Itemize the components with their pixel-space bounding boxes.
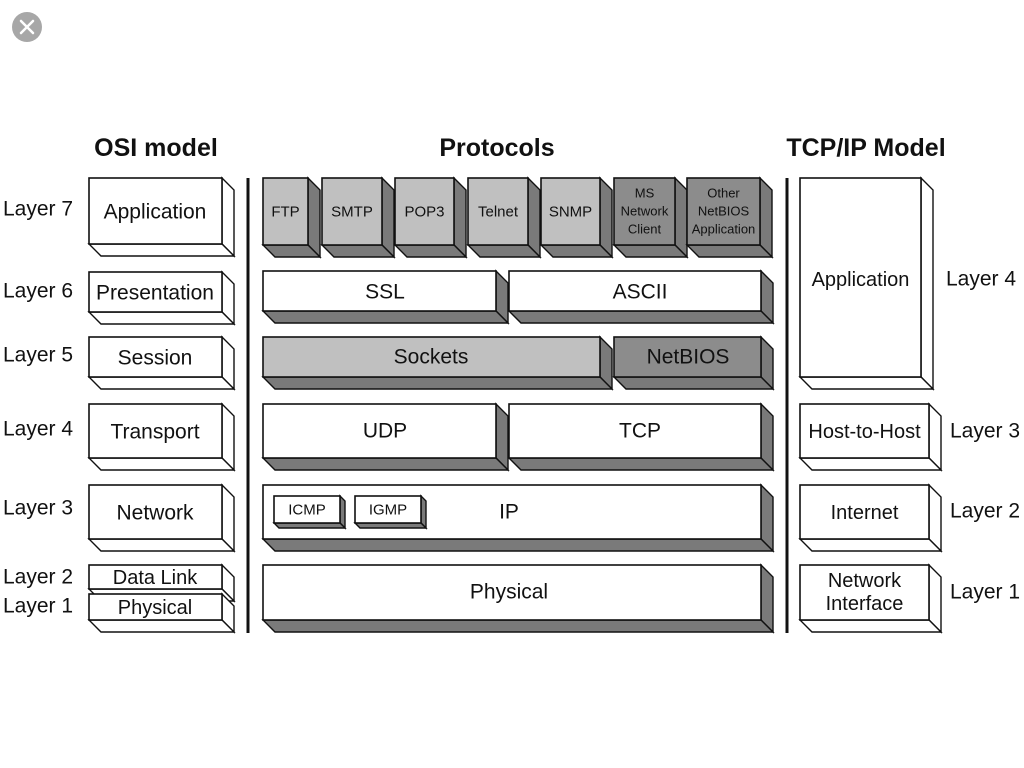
protocol-netbios: NetBIOS [612,335,775,391]
close-button[interactable] [12,12,42,42]
tcpip-layer-label: Layer 4 [946,268,1016,291]
osi-layer-name: Network [116,502,194,525]
protocol-ip: IP [261,483,775,553]
osi-layer-label: Layer 6 [3,280,73,303]
osi-layer-name: Data Link [113,567,198,589]
tcpip-layer-label: Layer 3 [950,420,1020,443]
osi-layer-label: Layer 1 [3,595,73,618]
protocol-label: Telnet [478,204,519,221]
osi-layer-label: Layer 7 [3,198,73,221]
tcpip-layer-application: Application [798,176,935,391]
tcpip-layer-name: Internet [831,502,899,524]
tcpip-layer-name: Application [812,269,910,291]
osi-layer-name: Application [104,201,207,224]
osi-layer-name: Transport [110,421,199,444]
protocol-ssl: SSL [261,269,510,325]
protocols-header: Protocols [439,134,554,162]
protocol-ftp: FTP [261,176,322,259]
protocol-ascii: ASCII [507,269,775,325]
osi-layer-physical: Physical [87,592,236,634]
osi-layer-name: Physical [118,597,192,619]
tcpip-layer-label: Layer 1 [950,581,1020,604]
protocol-tcp: TCP [507,402,775,472]
protocol-label: Physical [470,581,548,604]
osi-layer-network: Network [87,483,236,553]
protocol-udp: UDP [261,402,510,472]
osi-layer-transport: Transport [87,402,236,472]
osi-layer-name: Session [118,347,193,370]
protocol-label: TCP [619,420,661,443]
protocol-sockets: Sockets [261,335,614,391]
protocol-physical: Physical [261,563,775,634]
protocol-label: FTP [271,204,299,221]
tcpip-layer-name: Host-to-Host [808,421,921,443]
protocol-label: POP3 [404,204,444,221]
tcpip-header: TCP/IP Model [786,134,945,162]
protocol-igmp: IGMP [353,494,428,530]
protocol-label: Sockets [394,346,469,369]
protocol-smtp: SMTP [320,176,396,259]
osi-layer-application: Application [87,176,236,258]
osi-layer-label: Layer 4 [3,418,73,441]
close-icon [19,19,35,35]
tcpip-layer-label: Layer 2 [950,500,1020,523]
protocol-label: SSL [365,281,405,304]
protocol-label: IP [499,501,519,524]
protocol-telnet: Telnet [466,176,542,259]
osi-layer-session: Session [87,335,236,391]
protocol-pop3: POP3 [393,176,468,259]
osi-layer-label: Layer 2 [3,566,73,589]
osi-layer-label: Layer 3 [3,497,73,520]
osi-layer-label: Layer 5 [3,344,73,367]
protocol-label: ASCII [613,281,668,304]
protocol-label: NetBIOS [647,346,730,369]
osi-header: OSI model [94,134,218,162]
tcpip-layer-host-to-host: Host-to-Host [798,402,943,472]
protocol-label: ICMP [288,502,326,519]
osi-layer-name: Presentation [96,282,214,305]
protocol-label: SNMP [549,204,592,221]
tcpip-layer-internet: Internet [798,483,943,553]
protocol-icmp: ICMP [272,494,347,530]
protocol-label: IGMP [369,502,407,519]
protocol-label: SMTP [331,204,373,221]
osi-layer-data-link: Data Link [87,563,236,603]
osi-layer-presentation: Presentation [87,270,236,326]
protocol-snmp: SNMP [539,176,614,259]
protocol-label: UDP [363,420,407,443]
